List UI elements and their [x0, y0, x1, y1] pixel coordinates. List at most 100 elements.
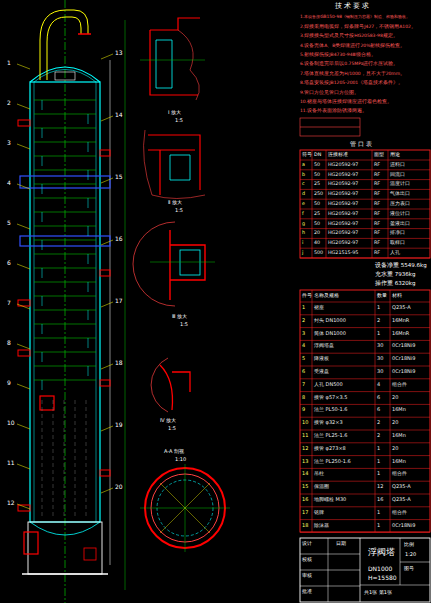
- nozzle-table-cell: RF: [374, 191, 380, 196]
- nozzle-table-cell: e: [302, 201, 305, 206]
- parts-list-cell: 30: [377, 356, 383, 362]
- callout-number: 3: [7, 140, 11, 147]
- technical-note: 6.设备制造完毕后以0.75MPa进行水压试验。: [300, 62, 398, 67]
- parts-list-cell: 16: [302, 497, 308, 503]
- parts-list-cell: 6: [377, 395, 380, 401]
- parts-list-cell: 法兰 PL25-1.6: [314, 433, 348, 439]
- nozzle-table-cell: 符号: [302, 152, 312, 157]
- technical-note: 11.设备外表面涂防锈漆两遍。: [300, 109, 367, 114]
- callout-number: 9: [7, 380, 11, 387]
- parts-list-cell: 0Cr18Ni9: [392, 369, 415, 375]
- title-block-cell: 日期: [336, 541, 346, 547]
- parts-list-cell: 7: [302, 382, 305, 388]
- detail-views: [133, 18, 230, 552]
- parts-list-cell: 1: [377, 510, 380, 516]
- nozzle-table-cell: 排净口: [390, 230, 405, 235]
- callout-number: 15: [115, 174, 123, 181]
- nozzle-table-cell: a: [302, 162, 305, 167]
- parts-list-cell: 地脚螺栓 M30: [314, 497, 346, 503]
- nozzle-table-cell: RF: [374, 211, 380, 216]
- nozzle-table-cell: 回流口: [390, 172, 405, 177]
- parts-list-cell: 1: [377, 471, 380, 477]
- detail-label: 1:5: [168, 426, 176, 432]
- title-block-cell: 校核: [302, 557, 312, 563]
- technical-note: 8.塔盘安装按JB1205-2001《塔盘技术条件》。: [300, 81, 403, 86]
- parts-list-cell: 16MnR: [392, 331, 409, 337]
- parts-list-cell: 接管 φ32×3: [314, 420, 343, 426]
- callout-number: 2: [7, 100, 11, 107]
- parts-list-cell: 5: [302, 356, 305, 362]
- nozzle-table-cell: RF: [374, 240, 380, 245]
- nozzle-table-cell: HG20592-97: [328, 230, 358, 235]
- parts-list-cell: 4: [302, 343, 305, 349]
- title-block-cell: H=15580: [368, 575, 397, 582]
- callout-number: 20: [115, 484, 123, 491]
- leader-line: [17, 144, 30, 149]
- nozzle-table-cell: HG21515-95: [328, 250, 358, 255]
- detail-label: Ⅲ 放大: [172, 314, 187, 320]
- parts-list-cell: 1: [377, 331, 380, 337]
- nozzle-table-cell: 25: [314, 181, 320, 186]
- title-block-cell: 共1张 第1张: [364, 590, 392, 596]
- detail-label: Ⅰ 放大: [168, 110, 181, 116]
- table-grids: [300, 118, 430, 602]
- nozzle-table-cell: HG20592-97: [328, 181, 358, 186]
- parts-list-cell: 数量: [377, 293, 387, 299]
- parts-list-cell: Q235-A: [392, 484, 411, 490]
- leader-line: [101, 240, 113, 245]
- nozzle-table-cell: 50: [314, 172, 320, 177]
- parts-list-cell: 除沫器: [314, 523, 329, 529]
- parts-list-cell: 2: [302, 318, 305, 324]
- nozzle-table-cell: 50: [314, 221, 320, 226]
- nozzle-table-cell: RF: [374, 162, 380, 167]
- parts-list-cell: 吊柱: [314, 471, 324, 477]
- nozzle-table-cell: 用途: [390, 152, 400, 157]
- parts-list-cell: 13: [302, 459, 308, 465]
- parts-list-cell: 16: [377, 497, 383, 503]
- nozzle-table-cell: HG20592-97: [328, 191, 358, 196]
- parts-list-cell: 铭牌: [314, 510, 324, 516]
- technical-note: 3.焊接接头型式及尺寸按HG20583-98规定。: [300, 34, 398, 39]
- parts-list-cell: 6: [377, 407, 380, 413]
- nozzle-table-cell: 气体出口: [390, 191, 410, 196]
- nozzle-table-cell: HG20592-97: [328, 162, 358, 167]
- parts-list-cell: 组合件: [392, 471, 407, 477]
- nozzle-table-cell: RF: [374, 230, 380, 235]
- technical-note: 4.设备壳体A、B类焊缝进行20%射线探伤检查。: [300, 44, 405, 49]
- parts-list-cell: 2: [377, 433, 380, 439]
- leader-line: [17, 344, 30, 349]
- leader-line: [17, 264, 30, 269]
- parts-list-cell: 10: [302, 420, 308, 426]
- nozzle-table-cell: DN: [314, 152, 321, 157]
- callout-number: 16: [115, 236, 123, 243]
- nozzle-table-cell: RF: [374, 221, 380, 226]
- parts-list-cell: 降液板: [314, 356, 329, 362]
- parts-list-cell: 3: [302, 331, 305, 337]
- nozzle-table-cell: d: [302, 191, 305, 196]
- leader-line: [17, 64, 30, 69]
- technical-note: 10.裙座与塔体连接焊缝应进行着色检查。: [300, 100, 392, 105]
- leader-line: [17, 224, 30, 229]
- leader-line: [17, 304, 30, 309]
- parts-list-cell: 20: [392, 420, 398, 426]
- nozzle-table-cell: 温度计口: [390, 181, 410, 186]
- parts-list-cell: 20: [392, 446, 398, 452]
- leader-line: [17, 464, 30, 469]
- nozzle-table-cell: 250: [314, 191, 323, 196]
- parts-list-cell: 筒体 DN1000: [314, 331, 346, 337]
- nozzle-table-cell: HG20592-97: [328, 201, 358, 206]
- callout-number: 7: [7, 300, 11, 307]
- parts-list-cell: 1: [377, 305, 380, 311]
- parts-list-cell: Q235-A: [392, 497, 411, 503]
- technical-note: 5.射线探伤按JB4730-94Ⅲ级合格。: [300, 53, 376, 58]
- parts-list-cell: 接管 φ57×3.5: [314, 395, 347, 401]
- title-block-cell: DN1000: [368, 566, 392, 573]
- title-block-cell: 图号: [404, 566, 414, 572]
- parts-list-cell: 12: [302, 446, 308, 452]
- technical-note: 技 术 要 求: [335, 3, 369, 10]
- nozzle-table-cell: j: [302, 250, 303, 255]
- parts-list-cell: 受液盘: [314, 369, 329, 375]
- parts-list-cell: 20: [392, 395, 398, 401]
- parts-list-cell: 件号: [302, 293, 312, 299]
